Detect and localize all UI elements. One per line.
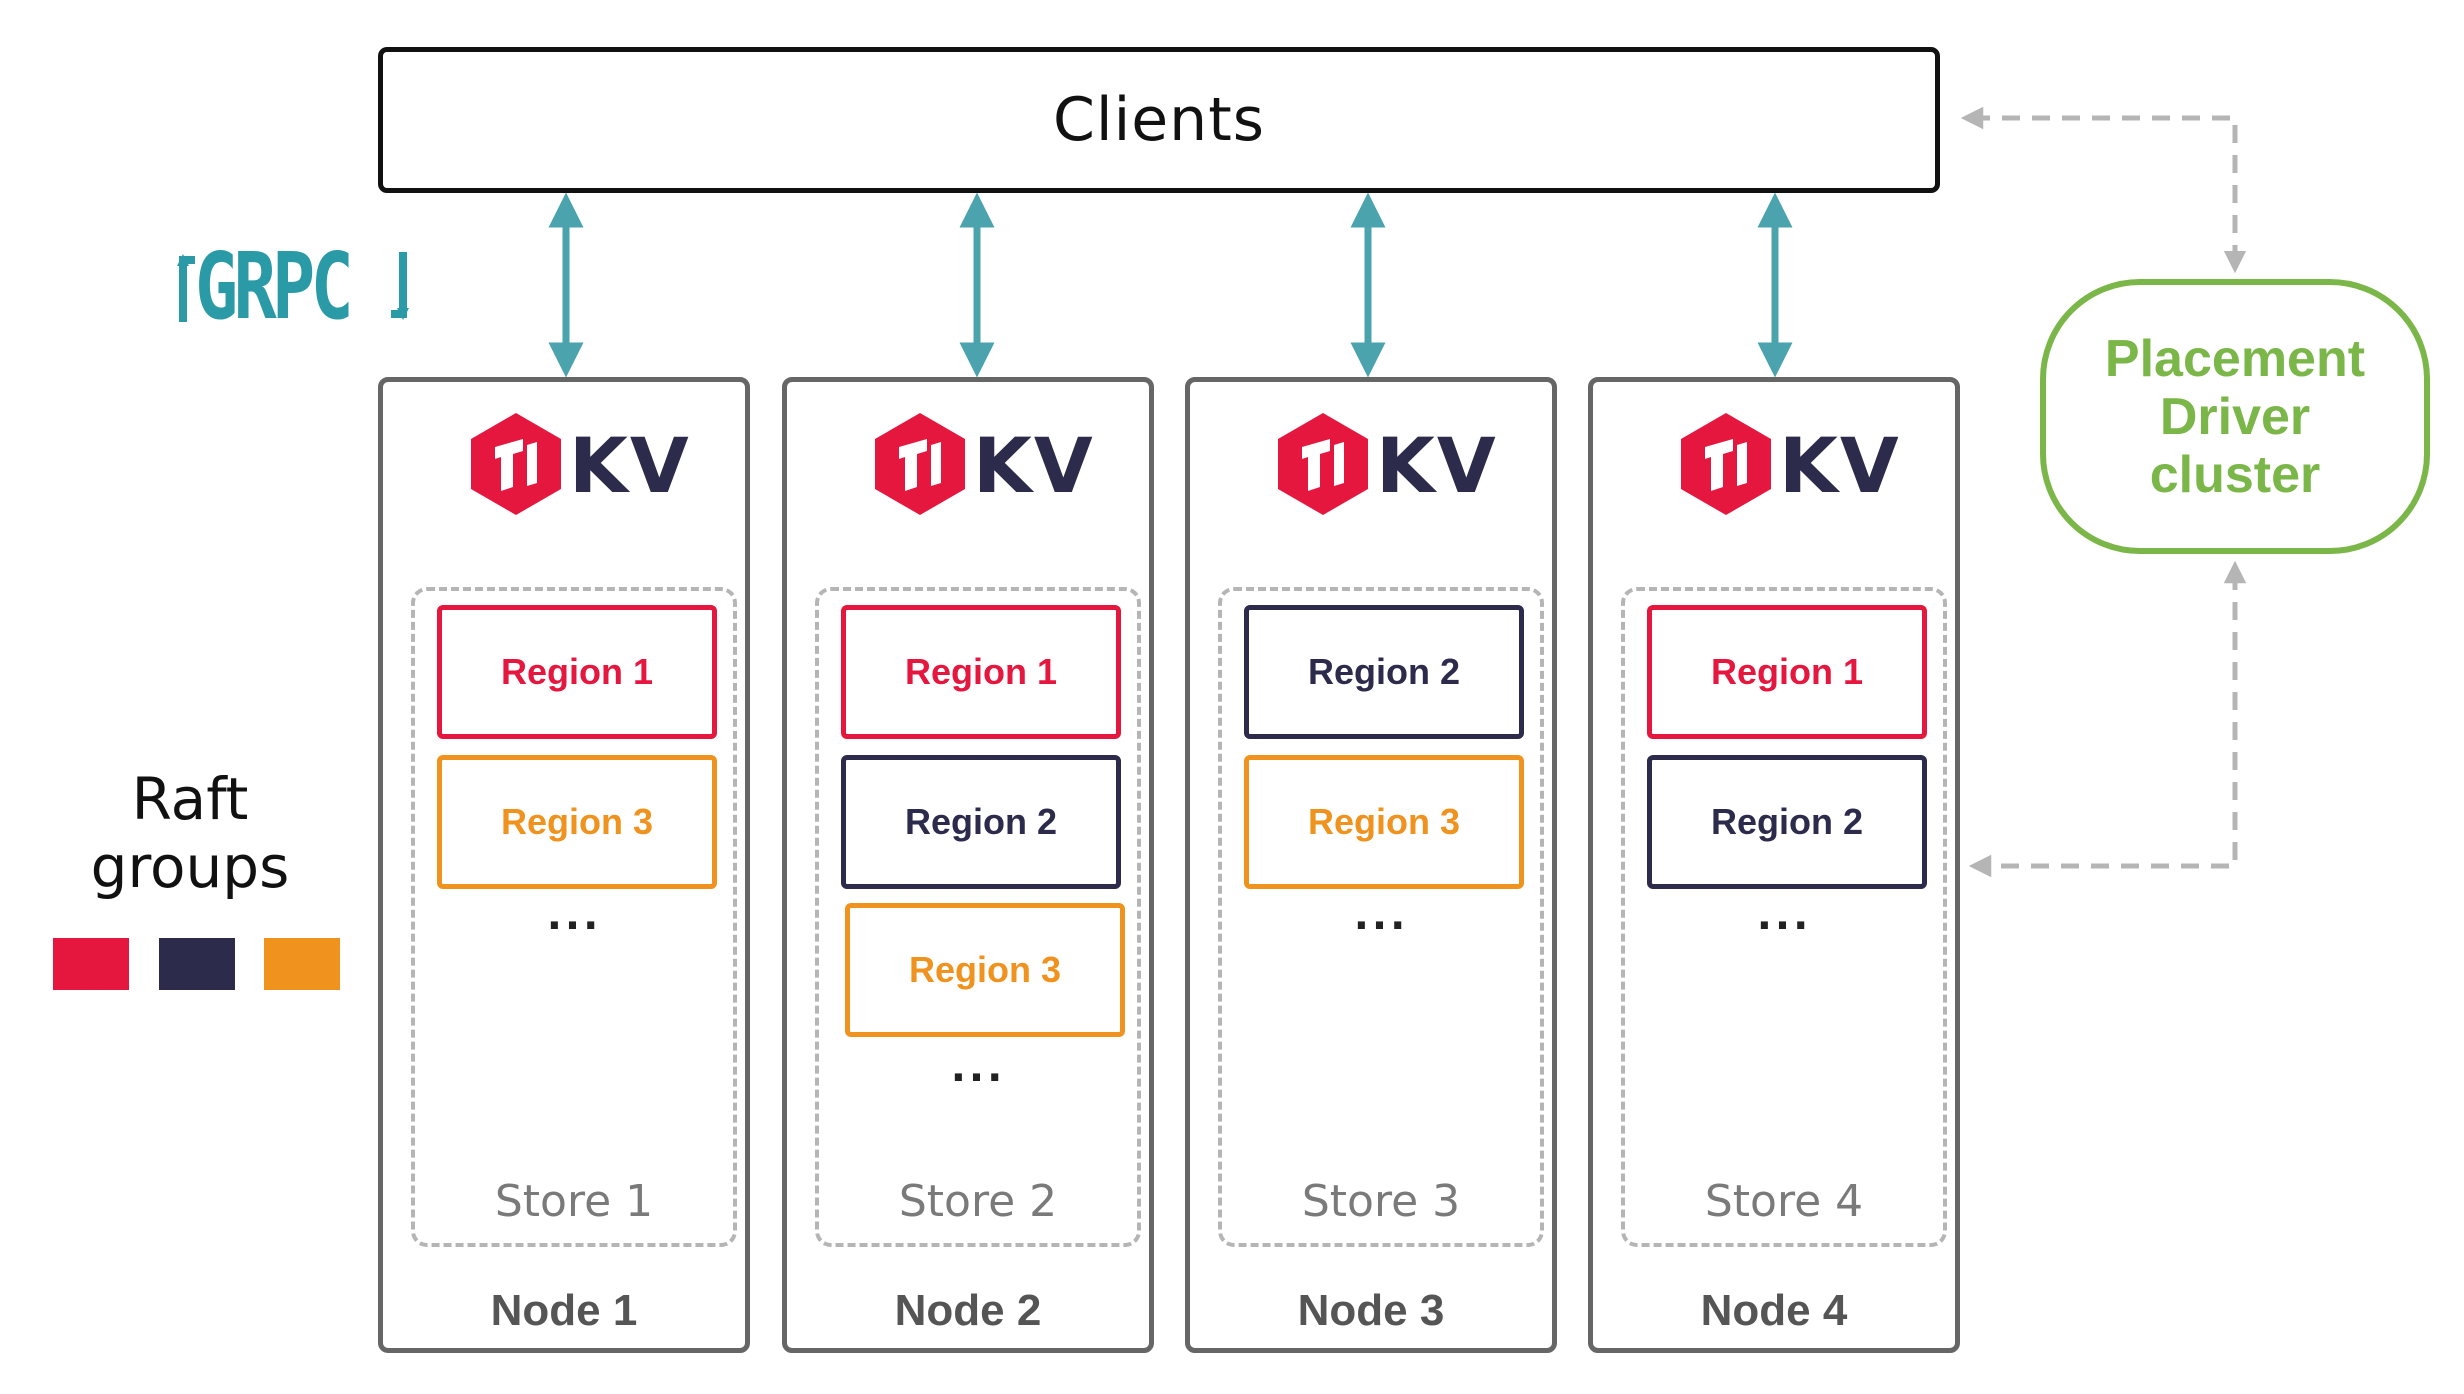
node-label: Node 3	[1297, 1286, 1445, 1335]
region-box: Region 2	[841, 755, 1121, 889]
region-box: Region 1	[841, 605, 1121, 739]
node-3: KV Region 2 Region 3 ... Store 3 Node 3	[1185, 377, 1557, 1353]
ellipsis: ...	[1756, 893, 1812, 939]
node-label: Node 4	[1700, 1286, 1848, 1335]
clients-label: Clients	[1053, 85, 1265, 155]
raft-groups-label: Raft groups	[60, 765, 320, 901]
pd-label-line-3: cluster	[2149, 445, 2321, 504]
store-label: Store 4	[1704, 1176, 1864, 1227]
region-box: Region 1	[1647, 605, 1927, 739]
region-box: Region 1	[437, 605, 717, 739]
pd-label-line-1: Placement	[2104, 329, 2366, 388]
ellipsis: ...	[1353, 893, 1409, 939]
tikv-hexagon-icon	[471, 413, 561, 515]
raft-group-swatch-navy	[159, 938, 235, 990]
tikv-kv-text: KV	[1779, 421, 1901, 510]
grpc-logo: GRPC	[175, 232, 415, 342]
tikv-logo: KV	[1671, 409, 1899, 519]
ellipsis: ...	[950, 1045, 1006, 1091]
region-box: Region 3	[1244, 755, 1524, 889]
node-2: KV Region 1 Region 2 Region 3 ... Store …	[782, 377, 1154, 1353]
grpc-logo-text: GRPC	[195, 233, 354, 340]
store: Region 2 Region 3 ... Store 3	[1218, 587, 1544, 1247]
store: Region 1 Region 2 Region 3 ... Store 2	[815, 587, 1141, 1247]
node-1: KV Region 1 Region 3 ... Store 1 Node 1	[378, 377, 750, 1353]
store-label: Store 1	[494, 1176, 654, 1227]
raft-group-swatch-red	[53, 938, 129, 990]
grpc-arrows-icon	[177, 252, 409, 322]
pd-nodes-link	[1968, 560, 2247, 878]
raft-group-swatch-orange	[264, 938, 340, 990]
tikv-logo: KV	[1268, 409, 1496, 519]
region-box: Region 3	[437, 755, 717, 889]
store-label: Store 2	[898, 1176, 1058, 1227]
ellipsis: ...	[546, 893, 602, 939]
tikv-kv-text: KV	[973, 421, 1095, 510]
pd-label-line-2: Driver	[2159, 387, 2311, 446]
node-4: KV Region 1 Region 2 ... Store 4 Node 4	[1588, 377, 1960, 1353]
region-box: Region 2	[1647, 755, 1927, 889]
tikv-hexagon-icon	[1681, 413, 1771, 515]
clients-box: Clients	[378, 47, 1940, 193]
store: Region 1 Region 3 ... Store 1	[411, 587, 737, 1247]
store: Region 1 Region 2 ... Store 4	[1621, 587, 1947, 1247]
node-label: Node 2	[894, 1286, 1042, 1335]
pd-clients-link	[1960, 106, 2247, 274]
tikv-logo: KV	[461, 409, 689, 519]
tikv-kv-text: KV	[1376, 421, 1498, 510]
placement-driver-cluster: Placement Driver cluster	[2040, 279, 2430, 554]
tikv-logo: KV	[865, 409, 1093, 519]
raft-label-line-1: Raft	[131, 765, 249, 833]
tikv-kv-text: KV	[569, 421, 691, 510]
region-box: Region 2	[1244, 605, 1524, 739]
tikv-hexagon-icon	[1278, 413, 1368, 515]
store-label: Store 3	[1301, 1176, 1461, 1227]
tikv-hexagon-icon	[875, 413, 965, 515]
node-label: Node 1	[490, 1286, 638, 1335]
region-box: Region 3	[845, 903, 1125, 1037]
raft-label-line-2: groups	[90, 833, 290, 901]
